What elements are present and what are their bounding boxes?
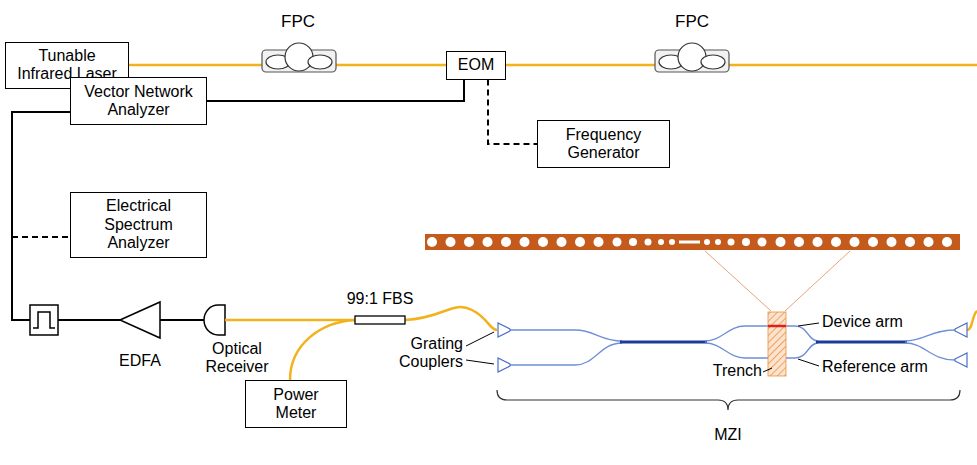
edfa-symbol xyxy=(120,302,160,338)
crystal-hole xyxy=(813,237,823,247)
crystal-hole xyxy=(905,237,915,247)
instrument-box: Power Meter xyxy=(245,380,347,428)
component-label: Optical Receiver xyxy=(198,340,276,377)
optical-fiber xyxy=(506,64,977,67)
component-label: MZI xyxy=(698,426,758,444)
leader-line xyxy=(466,323,819,372)
crystal-hole xyxy=(728,239,735,246)
electrical-wire xyxy=(12,112,70,320)
instrument-box: Frequency Generator xyxy=(537,120,670,168)
device-section xyxy=(768,325,786,328)
bracket xyxy=(497,390,960,410)
crystal-hole xyxy=(887,237,897,247)
component-label: Grating Couplers xyxy=(383,335,463,372)
component-label: 99:1 FBS xyxy=(335,290,425,308)
trench xyxy=(768,312,786,376)
crystal-hole xyxy=(629,238,637,246)
component-label: Device arm xyxy=(822,313,942,331)
zoom-line xyxy=(785,251,850,311)
crystal-hole xyxy=(645,239,652,246)
modulator-box: EOM xyxy=(446,51,506,80)
electrical-wire xyxy=(207,80,464,102)
optical-fiber xyxy=(405,307,497,330)
crystal-hole xyxy=(942,237,952,247)
crystal-hole xyxy=(520,237,530,247)
crystal-hole xyxy=(715,239,721,245)
box-text: Power Meter xyxy=(251,386,341,423)
crystal-hole xyxy=(427,237,437,247)
optical-fiber xyxy=(967,311,977,330)
crystal-hole xyxy=(557,237,567,247)
crystal-hole xyxy=(758,238,767,247)
photonic-crystal xyxy=(425,234,960,250)
crystal-hole xyxy=(868,237,878,247)
box-text: Electrical Spectrum Analyzer xyxy=(76,197,201,252)
electrical-wire xyxy=(488,80,537,145)
component-label: FPC xyxy=(672,12,712,32)
crystal-hole xyxy=(538,237,548,247)
fpc-symbol xyxy=(262,43,336,72)
crystal-hole xyxy=(446,237,456,247)
component-label: EDFA xyxy=(108,352,172,370)
component-label: Reference arm xyxy=(822,358,962,376)
component-label: FPC xyxy=(278,12,318,32)
crystal-hole xyxy=(776,237,786,247)
box-text: EOM xyxy=(458,56,494,74)
crystal-hole xyxy=(669,239,675,245)
fiber-beam-splitter xyxy=(355,316,405,324)
instrument-box: Electrical Spectrum Analyzer xyxy=(70,192,207,258)
electrical-wire xyxy=(58,319,122,321)
box-text: Frequency Generator xyxy=(543,126,664,163)
electrical-wire xyxy=(12,236,70,238)
crystal-hole xyxy=(924,237,934,247)
crystal-hole xyxy=(575,237,585,247)
crystal-hole xyxy=(850,237,860,247)
fpc-symbol xyxy=(655,43,729,72)
trench xyxy=(768,312,786,376)
optical-fiber xyxy=(290,320,355,380)
optical-fiber xyxy=(225,319,355,322)
component-label: Trench xyxy=(698,362,762,380)
crystal-hole xyxy=(658,239,664,245)
box-text: Vector Network Analyzer xyxy=(76,83,201,120)
crystal-hole xyxy=(594,237,604,247)
zoom-line xyxy=(705,251,771,311)
optical-receiver-symbol xyxy=(204,305,225,335)
crystal-hole xyxy=(704,239,710,245)
crystal-hole xyxy=(742,238,750,246)
crystal-hole xyxy=(483,237,493,247)
electrical-wire xyxy=(160,319,207,321)
crystal-hole xyxy=(831,237,841,247)
filter-symbol xyxy=(30,305,58,335)
crystal-hole xyxy=(613,238,622,247)
instrument-box: Vector Network Analyzer xyxy=(70,77,207,125)
crystal-hole xyxy=(794,237,804,247)
crystal-hole xyxy=(501,237,511,247)
crystal-hole xyxy=(464,237,474,247)
